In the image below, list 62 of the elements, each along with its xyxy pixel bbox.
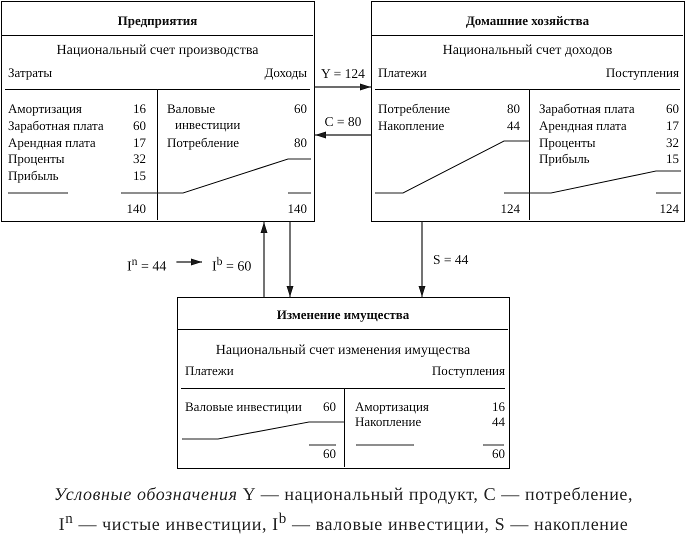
entry-label: Арендная плата [539, 118, 627, 134]
entry-value: 32 [666, 135, 679, 151]
column-header: Поступления [432, 363, 505, 379]
entry-label: Заработная плата [8, 118, 104, 134]
column-header: Затраты [8, 65, 52, 81]
entry-label: Накопление [355, 414, 422, 430]
arrow [260, 222, 268, 297]
entry-label: Заработная плата [539, 101, 635, 117]
entry-label: Валовые инвестиции [185, 399, 302, 415]
entry-value: 17 [666, 118, 679, 134]
column-header: Платежи [185, 363, 234, 379]
entry-label: Прибыль [539, 151, 590, 167]
entry-value: 44 [507, 118, 520, 134]
account-title: Национальный счет производства [56, 43, 258, 59]
arrow [176, 258, 202, 266]
entry-label: Валовые инвестиции [167, 101, 240, 133]
entry-label: Проценты [539, 135, 596, 151]
account-box [177, 297, 510, 469]
column-header: Платежи [378, 65, 427, 81]
entry-value: 80 [507, 101, 520, 117]
column-header: Поступления [606, 65, 679, 81]
flow-quantity: I$^{b}$ = 60 [202, 254, 262, 276]
entry-value: 60 [323, 399, 336, 415]
entry-label: Арендная плата [8, 135, 96, 151]
box-title: Предприятия [118, 13, 198, 29]
column-header: Доходы [264, 65, 307, 81]
account-box [371, 1, 685, 222]
entry-label: Проценты [8, 151, 64, 167]
total-value: 140 [288, 201, 307, 217]
arrow [418, 222, 426, 297]
account-box [1, 1, 315, 222]
box-title: Изменение имущества [276, 307, 410, 323]
entry-label: Потребление [167, 135, 240, 151]
entry-label: Потребление [378, 101, 450, 117]
arrow [315, 84, 371, 90]
account-title: Национальный счет доходов [442, 43, 612, 59]
entry-value: 17 [133, 135, 146, 151]
box-title: Домашние хозяйства [466, 13, 590, 29]
entry-value: 16 [492, 399, 505, 415]
entry-value: 44 [492, 414, 505, 430]
entry-value: 15 [133, 168, 146, 184]
entry-value: 60 [133, 118, 146, 134]
entry-label: Амортизация [8, 101, 82, 117]
arrow [286, 222, 294, 297]
entry-value: 15 [666, 151, 679, 167]
arrow [315, 132, 371, 138]
entry-label: Прибыль [8, 168, 59, 184]
entry-value: 60 [666, 101, 679, 117]
entry-value: 32 [133, 151, 146, 167]
entry-value: 60 [294, 101, 307, 117]
total-value: 124 [660, 201, 679, 217]
total-value: 60 [492, 446, 505, 462]
entry-label: Амортизация [355, 399, 429, 415]
account-title: Национальный счет изменения имущества [216, 343, 470, 359]
entry-value: 16 [133, 101, 146, 117]
flow-quantity: I$^{n}$ = 44 [117, 254, 176, 276]
total-value: 124 [500, 201, 520, 217]
caption: Условные обозначения Y — национальный продукт, C — потребление, I$^{n}$ — чистые инвестиции, I$^{b}$ — валовые инвестиции, S — накопление [52, 483, 634, 536]
total-value: 140 [126, 201, 146, 217]
entry-label: Накопление [378, 118, 444, 134]
total-value: 60 [323, 446, 336, 462]
entry-value: 80 [294, 135, 307, 151]
